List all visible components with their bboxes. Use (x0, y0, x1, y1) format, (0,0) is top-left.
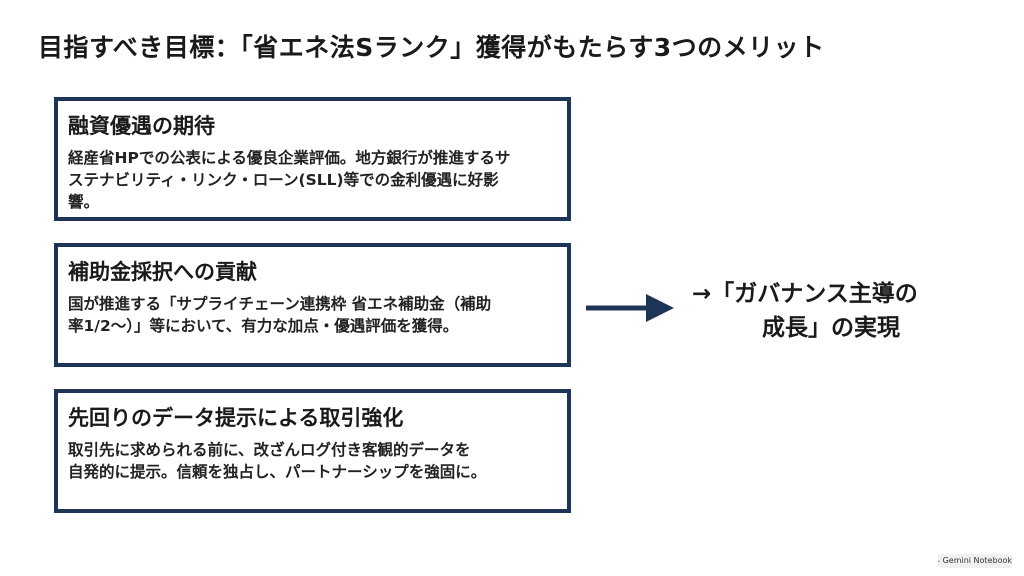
result-statement: →「ガバナンス主導の 成長」の実現 (690, 277, 970, 345)
result-line: 成長」の実現 (762, 315, 900, 341)
result-line: →「ガバナンス主導の (692, 281, 918, 307)
page-title: 目指すべき目標：「省エネ法Sランク」獲得がもたらす3つのメリット (38, 33, 825, 62)
benefit-card-financing: 融資優遇の期待 経産省HPでの公表による優良企業評価。地方銀行が推進するサ ステ… (54, 97, 571, 221)
card-description: 取引先に求められる前に、改ざんログ付き客観的データを 自発的に提示。信頼を独占し… (68, 439, 548, 483)
card-description: 経産省HPでの公表による優良企業評価。地方銀行が推進するサ ステナビリティ・リン… (68, 147, 548, 213)
card-title: 先回りのデータ提示による取引強化 (68, 406, 404, 430)
card-title: 融資優遇の期待 (68, 114, 215, 138)
card-description: 国が推進する「サプライチェーン連携枠 省エネ補助金（補助 率1/2〜）」等におい… (68, 293, 548, 337)
card-description-line: 取引先に求められる前に、改ざんログ付き客観的データを (68, 441, 471, 459)
benefit-card-trade: 先回りのデータ提示による取引強化 取引先に求められる前に、改ざんログ付き客観的デ… (54, 389, 571, 513)
card-description-line: 率1/2〜）」等において、有力な加点・優遇評価を獲得。 (68, 317, 459, 335)
card-description-line: ステナビリティ・リンク・ローン(SLL)等での金利優遇に好影 (68, 171, 499, 189)
right-arrow-icon (586, 294, 674, 322)
notebook-icon (938, 560, 940, 562)
card-description-line: 自発的に提示。信頼を独占し、パートナーシップを強固に。 (68, 463, 487, 481)
card-description-line: 響。 (68, 193, 100, 211)
card-title: 補助金採択への貢献 (68, 260, 257, 284)
badge-label: Gemini Notebook (942, 556, 1012, 565)
card-description-line: 経産省HPでの公表による優良企業評価。地方銀行が推進するサ (68, 149, 511, 167)
card-description-line: 国が推進する「サプライチェーン連携枠 省エネ補助金（補助 (68, 295, 492, 313)
notebook-badge: Gemini Notebook (938, 554, 1012, 568)
benefit-card-subsidy: 補助金採択への貢献 国が推進する「サプライチェーン連携枠 省エネ補助金（補助 率… (54, 243, 571, 367)
